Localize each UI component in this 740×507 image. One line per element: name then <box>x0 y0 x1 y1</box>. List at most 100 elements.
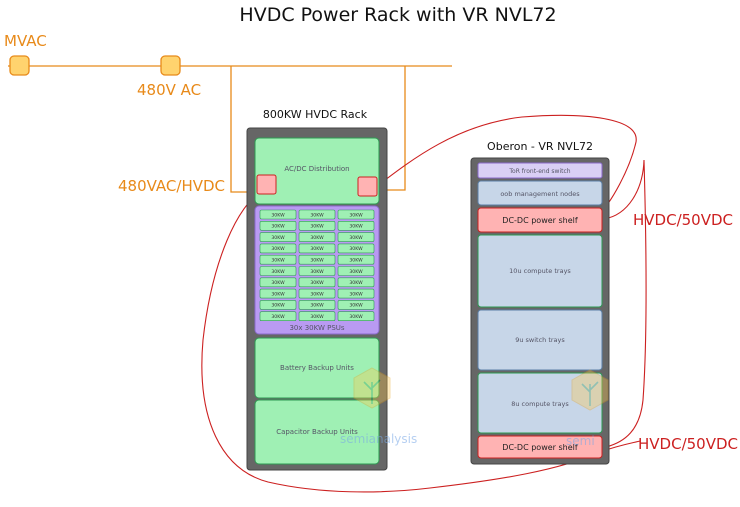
psu-cell <box>298 232 336 242</box>
psu-cell <box>298 254 336 265</box>
right-rack-title: Oberon - VR NVL72 <box>487 140 593 153</box>
psu-cell <box>298 243 336 254</box>
psu-cell-label: 30KW <box>349 280 363 286</box>
psu-cell <box>337 288 375 299</box>
psu-cell-label: 30KW <box>349 246 363 252</box>
hvdc-50vdc-bottom-label: HVDC/50VDC <box>638 435 738 453</box>
psu-cell <box>298 277 336 288</box>
dcdc-shelf-bottom-label: DC-DC power shelf <box>502 443 578 452</box>
capacitor-backup-label: Capacitor Backup Units <box>276 428 358 436</box>
capacitor-backup-box <box>254 399 380 465</box>
psu-cell <box>259 221 297 231</box>
psu-cell-label: 30KW <box>310 291 324 297</box>
battery-backup-box <box>254 337 380 399</box>
psu-cell <box>259 232 297 242</box>
psu-cell-label: 30KW <box>271 280 285 286</box>
psu-cell-label: 30KW <box>349 314 363 320</box>
psu-cell-label: 30KW <box>310 246 324 252</box>
psu-cell-label: 30KW <box>310 212 324 218</box>
psu-cell <box>337 277 375 288</box>
psu-cell-label: 30KW <box>271 269 285 275</box>
psu-cell <box>259 266 297 276</box>
switch-9u-box <box>477 309 603 371</box>
dcdc-shelf-top-label: DC-DC power shelf <box>502 216 578 225</box>
compute-8u-label: 8u compute trays <box>511 400 569 408</box>
battery-backup-label: Battery Backup Units <box>280 364 354 372</box>
psu-cell <box>337 232 375 242</box>
watermark-logo-right <box>571 369 609 411</box>
acdc-distribution-label: AC/DC Distribution <box>284 165 349 173</box>
watermark-text-left: semianalysis <box>340 432 417 446</box>
psu-cell <box>259 254 297 265</box>
psu-cell-label: 30KW <box>271 212 285 218</box>
psu-cell <box>337 221 375 231</box>
diagram-title: HVDC Power Rack with VR NVL72 <box>239 4 556 26</box>
compute-8u-box <box>477 372 603 434</box>
psu-cell <box>298 266 336 276</box>
psu-cell-label: 30KW <box>349 258 363 264</box>
psu-cell-label: 30KW <box>310 303 324 309</box>
hvdc-50vdc-top-label: HVDC/50VDC <box>633 211 733 229</box>
psu-cell-label: 30KW <box>271 235 285 241</box>
psu-cell <box>259 288 297 299</box>
compute-10u-box <box>477 234 603 308</box>
dcdc-shelf-bottom <box>477 435 603 459</box>
psu-cell-label: 30KW <box>310 280 324 286</box>
psu-cell-label: 30KW <box>271 291 285 297</box>
psu-cell-label: 30KW <box>349 303 363 309</box>
rectifier-input-left <box>256 174 277 195</box>
psu-cell-label: 30KW <box>310 314 324 320</box>
psu-cell-label: 30KW <box>349 235 363 241</box>
psu-cell <box>298 221 336 231</box>
oob-mgmt-box <box>477 180 603 206</box>
psu-cell <box>259 243 297 254</box>
psu-cell-label: 30KW <box>271 303 285 309</box>
red-cable-top <box>367 114 637 220</box>
psu-cell <box>259 311 297 322</box>
psu-cell-label: 30KW <box>310 269 324 275</box>
acdc-distribution-box <box>254 137 380 205</box>
dcdc-shelf-top <box>477 207 603 233</box>
psu-cell <box>259 209 297 220</box>
red-cable-right <box>603 159 647 448</box>
psu-cell-label: 30KW <box>310 235 324 241</box>
psu-cell <box>259 300 297 310</box>
psu-cell-label: 30KW <box>349 224 363 230</box>
psu-cell <box>259 277 297 288</box>
psu-cell-label: 30KW <box>271 246 285 252</box>
psu-cell <box>298 288 336 299</box>
watermark-logo-left <box>353 367 391 409</box>
psu-cell-label: 30KW <box>271 258 285 264</box>
psu-cell <box>337 209 375 220</box>
mvac-transformer <box>9 55 30 76</box>
psu-cell <box>337 300 375 310</box>
psu-cell-label: 30KW <box>349 212 363 218</box>
psu-cell <box>337 311 375 322</box>
feed-right-line <box>380 66 406 191</box>
mvac-label: MVAC <box>4 32 47 50</box>
psu-cell-label: 30KW <box>271 224 285 230</box>
psu-cell-label: 30KW <box>310 224 324 230</box>
psu-cell-label: 30KW <box>349 269 363 275</box>
psu-cell <box>337 254 375 265</box>
psu-cell <box>337 266 375 276</box>
psu-caption: 30x 30KW PSUs <box>289 324 344 332</box>
watermark-text-right: semi <box>566 434 595 448</box>
compute-10u-label: 10u compute trays <box>509 267 571 275</box>
psu-cell-label: 30KW <box>271 314 285 320</box>
ac480-transformer <box>160 55 181 76</box>
hvdc-in-label: 480VAC/HVDC <box>118 177 225 195</box>
psu-cell <box>298 300 336 310</box>
psu-cell <box>298 209 336 220</box>
psu-cell-label: 30KW <box>349 291 363 297</box>
psu-grid: 30KW 30KW 30KW 30KW 30KW 30KW 30KW 30KW 30KW 30KW… <box>259 209 375 322</box>
rectifier-input-right <box>357 176 378 197</box>
psu-cell <box>337 243 375 254</box>
psu-cell-label: 30KW <box>310 258 324 264</box>
tor-switch-label: ToR front-end switch <box>508 168 570 175</box>
tor-switch-box <box>477 162 603 179</box>
left-rack-title: 800KW HVDC Rack <box>263 108 368 121</box>
ac480-label: 480V AC <box>137 81 201 99</box>
psu-cell <box>298 311 336 322</box>
